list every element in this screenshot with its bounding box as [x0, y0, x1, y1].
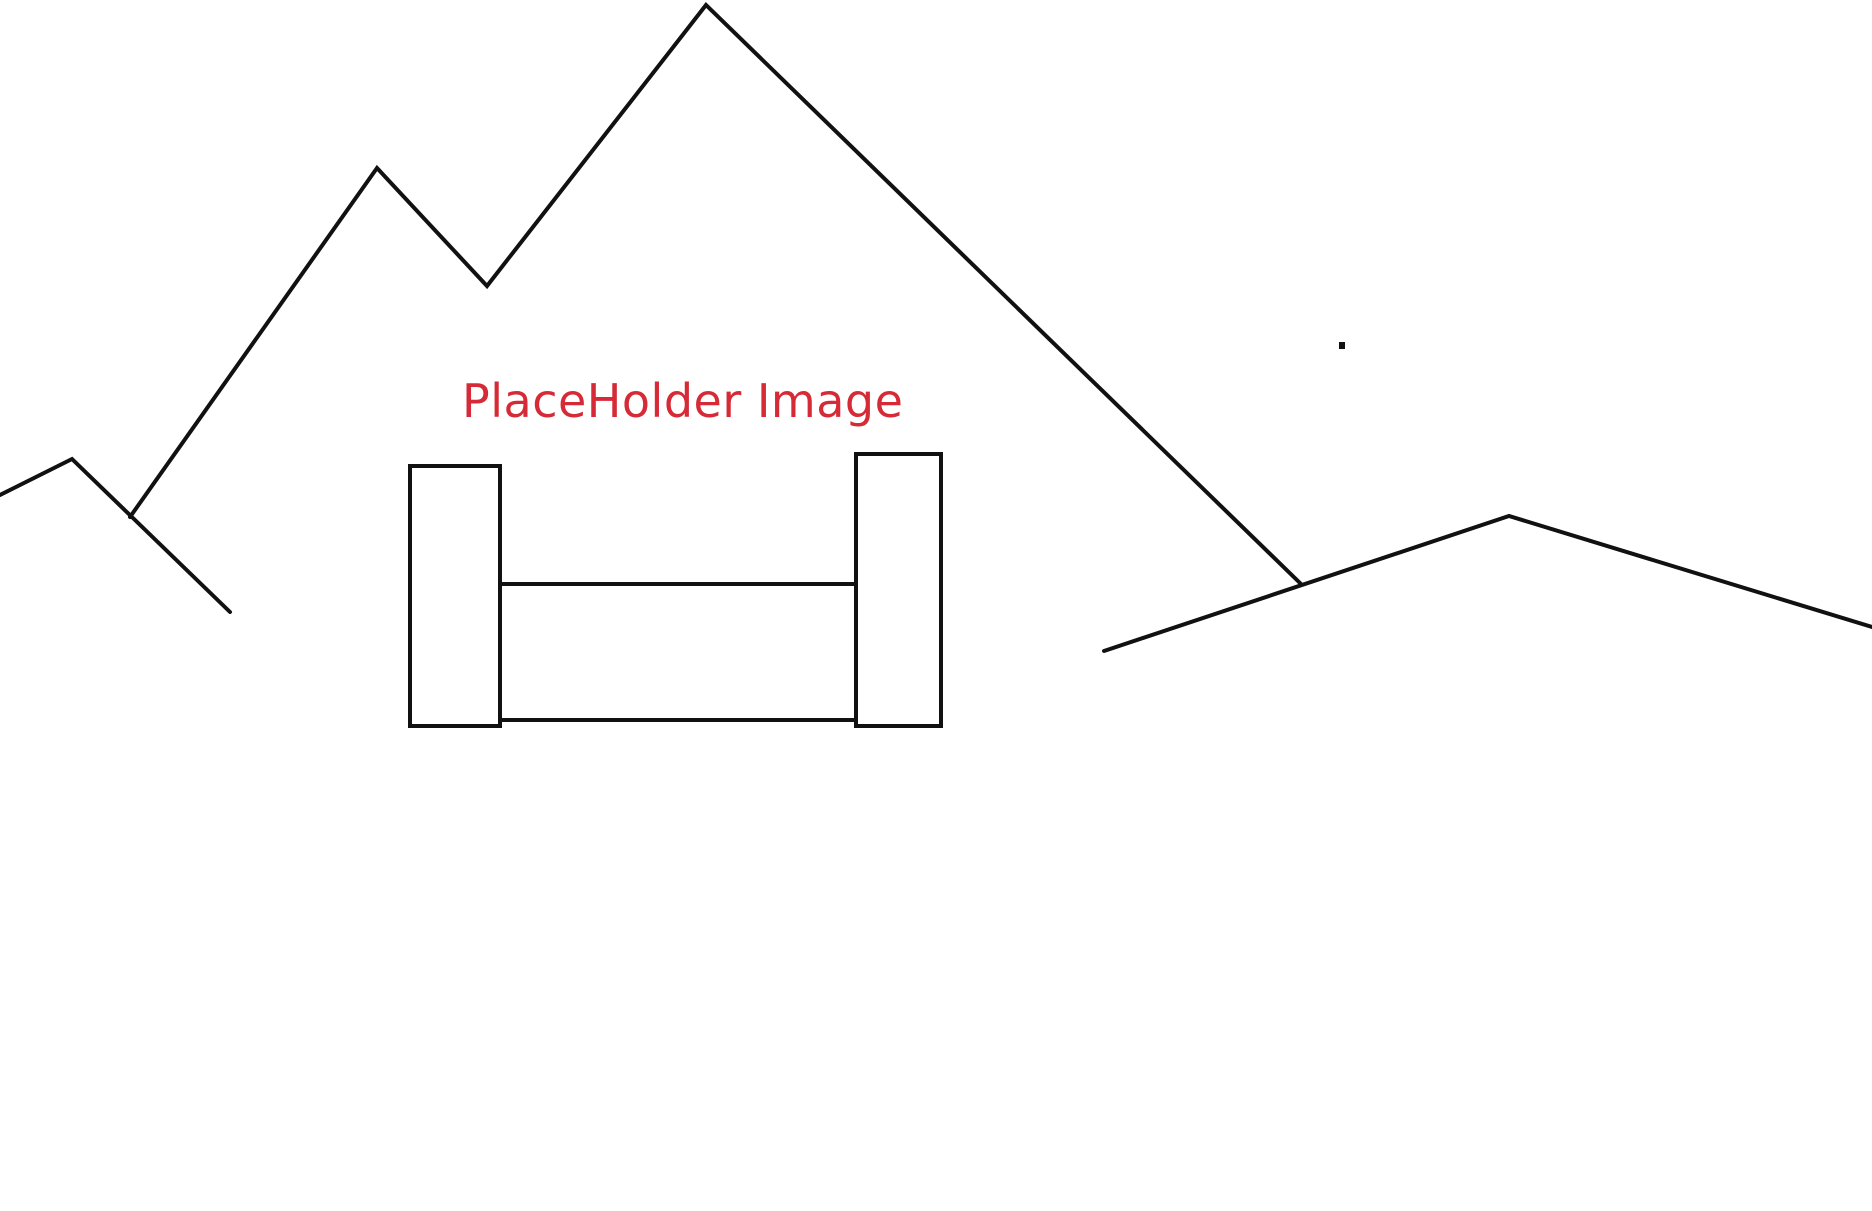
bench-right-post [854, 452, 943, 728]
hill-range-right [1102, 513, 1872, 653]
mountain-range-main [128, 2, 1303, 586]
bench-left-post [408, 464, 502, 728]
speck-dot [1339, 342, 1345, 349]
placeholder-label: PlaceHolder Image [462, 374, 904, 428]
mountain-range-left [0, 456, 232, 614]
